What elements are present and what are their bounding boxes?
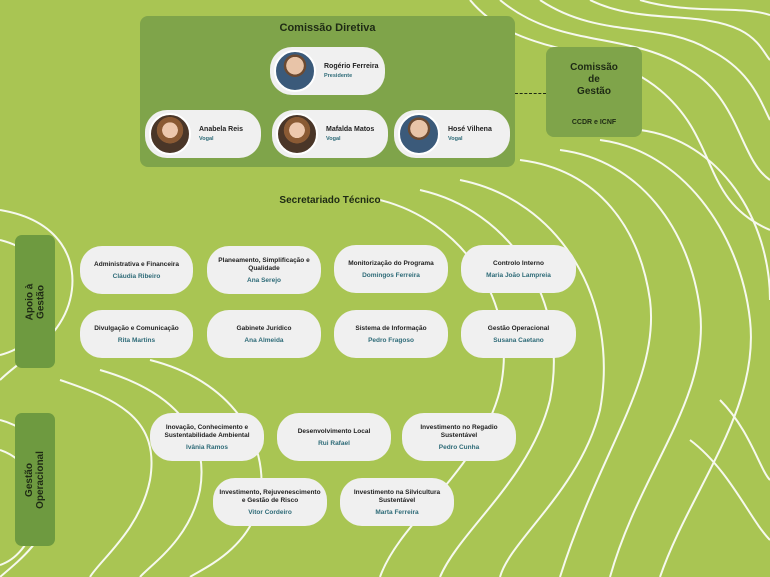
unit-name: Investimento na Silvicultura Sustentável — [353, 488, 441, 504]
unit-name: Monitorização do Programa — [348, 259, 434, 267]
directive-title: Comissão Diretiva — [279, 22, 376, 34]
support-label-panel: Apoio à Gestão — [15, 235, 55, 368]
member-name: Mafalda Matos — [326, 126, 375, 133]
unit-lead: Cláudia Ribeiro — [112, 272, 161, 280]
member-name: Anabela Reis — [199, 126, 243, 133]
unit-name: Controlo Interno — [493, 259, 544, 267]
unit-name: Gestão Operacional — [487, 324, 550, 332]
support-label: Apoio à Gestão — [23, 283, 46, 320]
avatar — [274, 50, 316, 92]
secretariat-title: Secretariado Técnico — [279, 195, 381, 206]
unit-name: Divulgação e Comunicação — [94, 324, 179, 332]
support-unit-card[interactable]: Controlo Interno Maria João Lampreia — [461, 245, 576, 293]
member-name: Hosé Vilhena — [448, 126, 492, 133]
avatar — [398, 113, 440, 155]
unit-lead: Marta Ferreira — [375, 508, 419, 516]
operational-label-panel: Gestão Operacional — [15, 413, 55, 546]
operational-unit-card[interactable]: Investimento no Regadio Sustentável Pedr… — [402, 413, 516, 461]
unit-lead: Pedro Cunha — [438, 443, 480, 451]
unit-lead: Rita Martins — [117, 336, 156, 344]
unit-name: Administrativa e Financeira — [94, 260, 179, 268]
unit-lead: Ana Almeida — [244, 336, 284, 344]
member-role: Vogal — [326, 136, 341, 142]
support-unit-card[interactable]: Sistema de Informação Pedro Fragoso — [334, 310, 448, 358]
management-panel[interactable]: Comissão de Gestão CCDR e ICNF — [546, 47, 642, 137]
management-subtitle: CCDR e ICNF — [571, 119, 617, 126]
member-role: Vogal — [199, 136, 214, 142]
president-name: Rogério Ferreira — [324, 63, 379, 70]
member-card[interactable]: Hosé Vilhena Vogal — [394, 110, 510, 158]
support-unit-card[interactable]: Administrativa e Financeira Cláudia Ribe… — [80, 246, 193, 294]
unit-lead: Rui Rafael — [318, 439, 350, 447]
unit-name: Gabinete Jurídico — [236, 324, 292, 332]
unit-name: Sistema de Informação — [355, 324, 427, 332]
president-card[interactable]: Rogério Ferreira Presidente — [270, 47, 385, 95]
support-unit-card[interactable]: Gabinete Jurídico Ana Almeida — [207, 310, 321, 358]
member-card[interactable]: Anabela Reis Vogal — [145, 110, 261, 158]
unit-lead: Ana Serejo — [247, 276, 281, 284]
support-unit-card[interactable]: Gestão Operacional Susana Caetano — [461, 310, 576, 358]
support-unit-card[interactable]: Divulgação e Comunicação Rita Martins — [80, 310, 193, 358]
unit-name: Inovação, Conhecimento e Sustentabilidad… — [164, 423, 250, 439]
unit-name: Investimento no Regadio Sustentável — [420, 423, 498, 439]
member-role: Vogal — [448, 136, 463, 142]
management-title-line: Gestão — [577, 86, 611, 97]
operational-unit-card[interactable]: Investimento, Rejuvenescimento e Gestão … — [213, 478, 327, 526]
operational-label: Gestão Operacional — [24, 450, 46, 509]
unit-lead: Domingos Ferreira — [362, 271, 420, 279]
management-title-line: Comissão — [570, 62, 618, 73]
president-role: Presidente — [324, 73, 353, 79]
operational-unit-card[interactable]: Inovação, Conhecimento e Sustentabilidad… — [150, 413, 264, 461]
avatar — [149, 113, 191, 155]
support-unit-card[interactable]: Planeamento, Simplificação e Qualidade A… — [207, 246, 321, 294]
unit-lead: Ivânia Ramos — [186, 443, 228, 451]
unit-lead: Vitor Cordeiro — [248, 508, 292, 516]
avatar — [276, 113, 318, 155]
unit-lead: Maria João Lampreia — [486, 271, 551, 279]
member-card[interactable]: Mafalda Matos Vogal — [272, 110, 388, 158]
unit-name: Planeamento, Simplificação e Qualidade — [218, 256, 310, 272]
management-connector — [515, 93, 546, 94]
unit-lead: Susana Caetano — [493, 336, 544, 344]
operational-unit-card[interactable]: Investimento na Silvicultura Sustentável… — [340, 478, 454, 526]
management-title-line: de — [588, 74, 600, 85]
support-unit-card[interactable]: Monitorização do Programa Domingos Ferre… — [334, 245, 448, 293]
unit-name: Investimento, Rejuvenescimento e Gestão … — [219, 488, 321, 504]
unit-lead: Pedro Fragoso — [368, 336, 414, 344]
management-title: Comissão de Gestão — [546, 62, 642, 98]
unit-name: Desenvolvimento Local — [297, 427, 371, 435]
operational-unit-card[interactable]: Desenvolvimento Local Rui Rafael — [277, 413, 391, 461]
